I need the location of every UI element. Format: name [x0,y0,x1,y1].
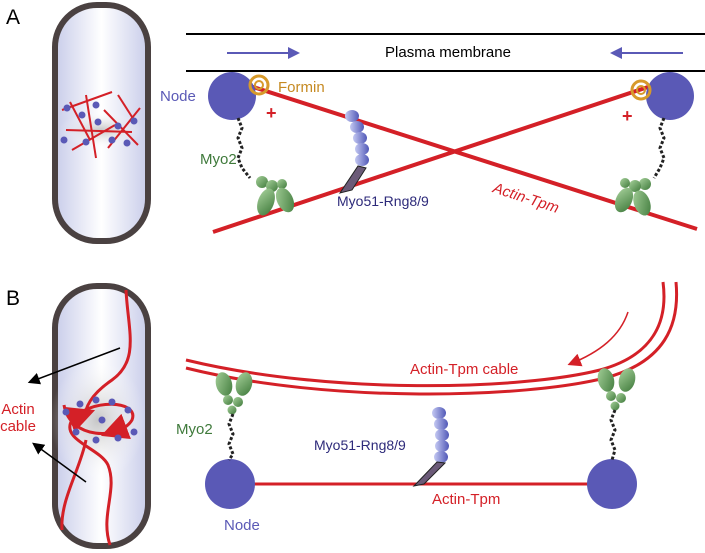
formin-label: Formin [278,79,325,96]
actin-cable-label-1: Actin [1,401,34,418]
myo51-b-label: Myo51-Rng8/9 [314,437,406,453]
plus-end-right: + [622,106,633,126]
myo51-a-label: Myo51-Rng8/9 [337,193,429,209]
actin-cable-line-inner [185,281,679,396]
myo2-a-right [614,117,666,216]
cell-b-cable-bottom [60,439,88,531]
myo2-b-label: Myo2 [176,421,213,438]
node-a-left [208,72,256,120]
cell-a-actin-network [61,91,141,159]
plus-end-left: + [266,103,277,123]
pointer-arrow-upper [27,347,121,385]
myo2-a-label: Myo2 [200,151,237,168]
cell-b-nodes [62,396,138,444]
node-b-right [587,459,637,509]
plasma-membrane-label: Plasma membrane [385,44,511,61]
node-b-label: Node [224,517,260,534]
panel-a-label: A [6,6,20,29]
cable-flow-arrow [567,311,629,367]
actin-tpm-a-label: Actin-Tpm [490,179,561,217]
cell-a-nodes [60,101,138,147]
cell-a [52,2,151,244]
cell-b [50,283,151,549]
node-b-left [205,459,255,509]
actin-cable-label-2: cable [0,418,36,435]
myo51-a [338,110,369,194]
formin-left-icon [248,74,270,96]
actin-filament-right [212,84,652,234]
panel-b-label: B [6,287,20,310]
node-a-right [646,72,694,120]
myo2-b-left [215,372,253,461]
actin-tpm-b-label: Actin-Tpm [432,491,500,508]
myo2-b-right [597,368,636,461]
actin-cable-line-outer [185,281,666,388]
cell-b-glow [50,360,146,480]
arrow-left-icon [610,47,683,59]
cell-b-cable-top [82,289,132,421]
myo51-b [412,407,449,487]
pointer-arrow-lower [32,442,87,483]
actin-tpm-cable-label: Actin-Tpm cable [410,361,518,378]
myo2-a-left [236,117,295,216]
formin-right-icon [630,79,652,101]
node-a-label: Node [160,88,196,105]
arrow-right-icon [227,47,300,59]
